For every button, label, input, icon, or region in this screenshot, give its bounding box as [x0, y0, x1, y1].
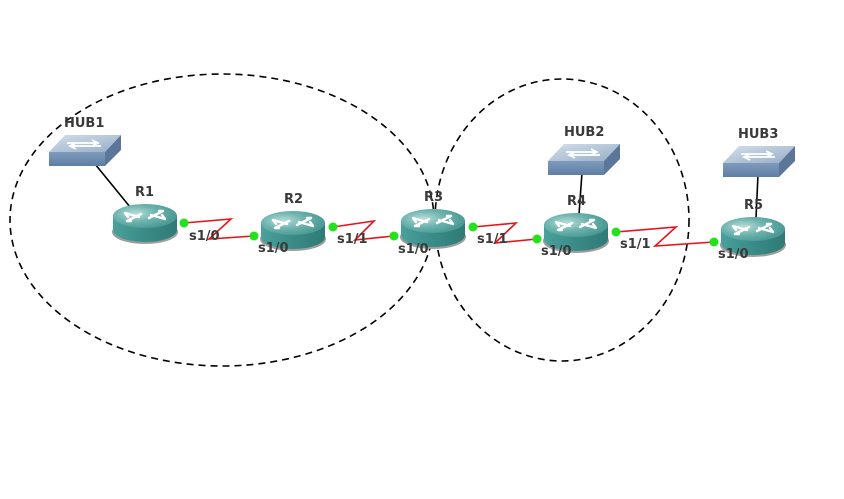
- port-r2-s1-1[interactable]: [328, 222, 338, 232]
- router-arrows-icon: [411, 214, 455, 228]
- hub-front: [49, 152, 105, 166]
- port-r1-s1-0[interactable]: [179, 218, 189, 228]
- hub-label: HUB2: [564, 125, 604, 140]
- iface-label: s1/0: [398, 242, 429, 257]
- hub-arrow-left-icon: [566, 151, 600, 159]
- ethernet-links: [94, 163, 759, 219]
- hub-arrow-right-icon: [566, 148, 600, 156]
- router-R5[interactable]: [720, 217, 786, 257]
- port-r2-s1-0[interactable]: [249, 231, 259, 241]
- node-labels: HUB1 HUB2 HUB3 R1 R2 R3 R4 R5: [64, 116, 778, 213]
- router-label: R1: [135, 185, 154, 200]
- link-r2-r3[interactable]: [332, 219, 395, 242]
- hub-front: [723, 163, 779, 177]
- router-arrows-icon: [123, 209, 167, 223]
- iface-label: s1/1: [620, 237, 651, 252]
- router-arrows-icon: [271, 216, 315, 230]
- router-label: R5: [744, 198, 763, 213]
- router-icon: [401, 209, 465, 233]
- port-r5-s1-0[interactable]: [709, 237, 719, 247]
- hub-label: HUB1: [64, 116, 104, 131]
- iface-label: s1/0: [189, 229, 220, 244]
- link-r3-r4[interactable]: [472, 221, 538, 245]
- hub-HUB2[interactable]: [548, 144, 620, 175]
- router-R4[interactable]: [543, 213, 609, 253]
- iface-label: s1/1: [337, 232, 368, 247]
- link-r1-r2[interactable]: [183, 218, 255, 240]
- port-r4-s1-1[interactable]: [611, 227, 621, 237]
- link-hub3-r5[interactable]: [755, 174, 759, 219]
- hub-HUB3[interactable]: [723, 146, 795, 177]
- router-label: R3: [424, 190, 443, 205]
- iface-label: s1/0: [258, 241, 289, 256]
- hub-side: [779, 146, 795, 177]
- router-icon: [113, 204, 177, 228]
- router-arrows-icon: [554, 218, 598, 232]
- link-hub1-r1[interactable]: [94, 163, 131, 208]
- router-R2[interactable]: [260, 211, 326, 251]
- iface-label: s1/0: [718, 247, 749, 262]
- router-label: R2: [284, 192, 303, 207]
- interface-labels: s1/0 s1/0 s1/1 s1/0 s1/1 s1/0 s1/1 s1/0: [189, 229, 749, 262]
- router-arrows-icon: [731, 222, 775, 236]
- port-r4-s1-0[interactable]: [532, 234, 542, 244]
- hub-arrow-right-icon: [741, 150, 775, 158]
- iface-label: s1/1: [477, 232, 508, 247]
- hub-HUB1[interactable]: [49, 135, 121, 166]
- port-r3-s1-0[interactable]: [389, 231, 399, 241]
- router-R1[interactable]: [112, 204, 178, 244]
- iface-label: s1/0: [541, 244, 572, 259]
- router-icon: [261, 211, 325, 235]
- hub-label: HUB3: [738, 127, 778, 142]
- router-icon: [721, 217, 785, 241]
- router-icon: [544, 213, 608, 237]
- port-r3-s1-1[interactable]: [468, 222, 478, 232]
- hub-arrow-right-icon: [67, 139, 101, 147]
- router-label: R4: [567, 194, 586, 209]
- hub-arrow-left-icon: [741, 153, 775, 161]
- port-indicators: [179, 218, 719, 247]
- link-hub2-r4[interactable]: [578, 172, 583, 215]
- router-R3[interactable]: [400, 209, 466, 249]
- hub-side: [105, 135, 121, 166]
- hub-front: [548, 161, 604, 175]
- link-r4-r5[interactable]: [615, 226, 715, 247]
- hub-arrow-left-icon: [67, 142, 101, 150]
- hub-side: [604, 144, 620, 175]
- serial-links: [183, 218, 715, 247]
